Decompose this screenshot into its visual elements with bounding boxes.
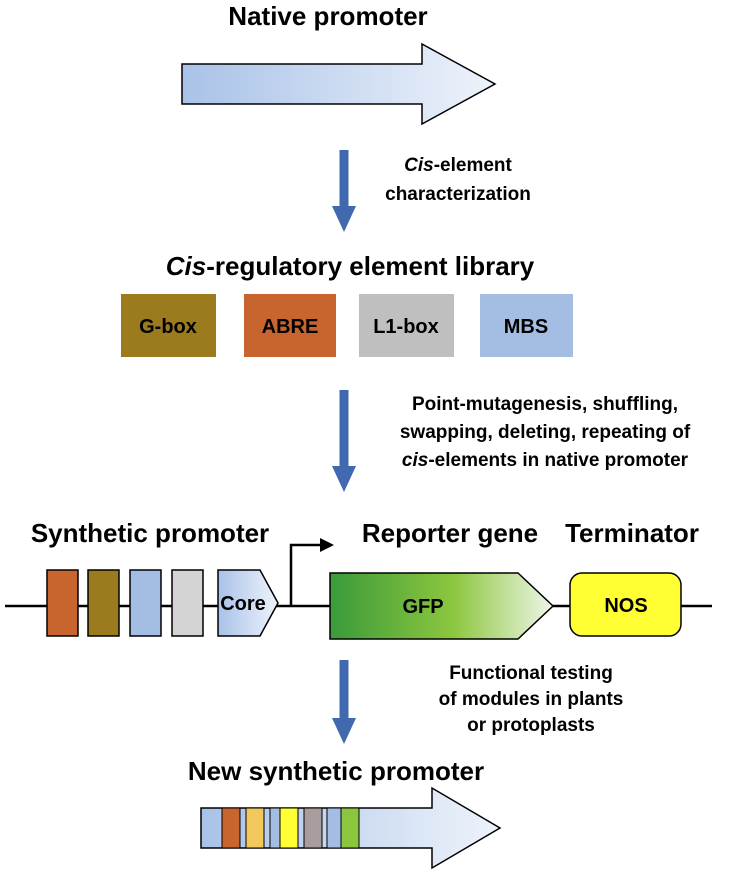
native-promoter-title: Native promoter	[228, 1, 427, 31]
new-element-grey	[303, 807, 323, 849]
library-box-abre: ABRE	[244, 294, 336, 357]
step-arrow-3	[332, 660, 356, 744]
step3-note-line1: Functional testing	[449, 663, 613, 684]
new-synthetic-promoter-title: New synthetic promoter	[188, 756, 484, 786]
step1-note-line1: Cis-element	[404, 155, 512, 176]
new-element-yellow-gold	[245, 807, 265, 849]
gfp-label: GFP	[402, 596, 443, 618]
new-element-green	[340, 807, 360, 849]
step-arrow-1	[332, 150, 356, 232]
library-title: Cis-regulatory element library	[166, 251, 535, 281]
library-box-l1-box: L1-box	[359, 294, 454, 357]
core-promoter-arrow: Core	[217, 569, 279, 637]
library-box-mbs: MBS	[480, 294, 573, 357]
nos-label: NOS	[604, 595, 647, 617]
new-element-yellow	[279, 807, 299, 849]
construct-element-mbs	[129, 569, 162, 637]
transcription-start-arrow	[289, 538, 334, 606]
synthetic-promoter-title: Synthetic promoter	[31, 518, 269, 548]
step2-note-line1: Point-mutagenesis, shuffling,	[412, 394, 678, 415]
construct-element-abre	[46, 569, 79, 637]
new-element-mbs-2	[326, 807, 342, 849]
nos-terminator-box: NOS	[569, 572, 682, 637]
library-box-g-box: G-box	[121, 294, 216, 357]
step2-note-line3: cis-elements in native promoter	[402, 450, 689, 471]
new-element-abre	[221, 807, 241, 849]
step-arrow-2	[332, 390, 356, 492]
step3-note-line3: or protoplasts	[467, 715, 595, 736]
step1-note-line2: characterization	[385, 184, 531, 205]
core-label: Core	[220, 593, 266, 615]
terminator-title: Terminator	[565, 518, 699, 548]
native-promoter-arrow	[181, 42, 497, 126]
construct-element-l1-box	[171, 569, 204, 637]
new-synthetic-promoter-arrow	[200, 786, 502, 870]
svg-text:MBS: MBS	[504, 316, 548, 338]
step3-note-line2: of modules in plants	[439, 689, 624, 710]
gfp-reporter-arrow: GFP	[329, 572, 555, 640]
svg-text:ABRE: ABRE	[262, 316, 319, 338]
step2-note-line2: swapping, deleting, repeating of	[400, 422, 691, 443]
construct-element-g-box	[87, 569, 120, 637]
svg-text:G-box: G-box	[139, 316, 197, 338]
reporter-gene-title: Reporter gene	[362, 518, 538, 548]
svg-text:L1-box: L1-box	[373, 316, 439, 338]
